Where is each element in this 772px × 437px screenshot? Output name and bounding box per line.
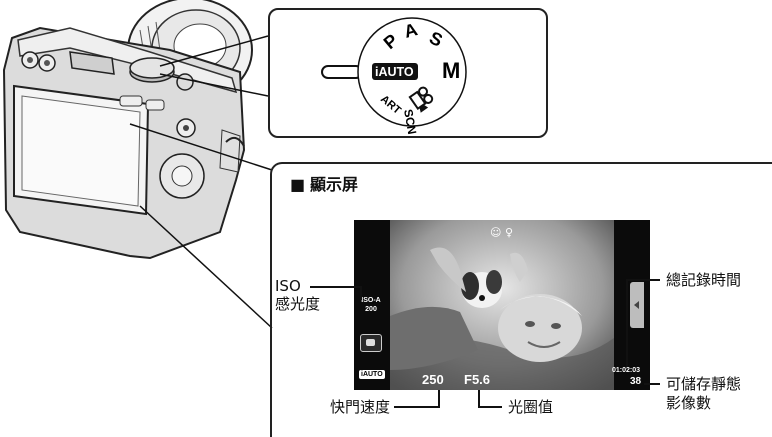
label-aperture: 光圈值: [508, 398, 554, 416]
drive-mode-icon: [360, 334, 382, 352]
section-bullet: ■: [290, 175, 306, 194]
section-title: 顯示屏: [310, 175, 359, 194]
preview-photo: [390, 220, 614, 390]
mode-dial-diagram: P A S M iAUTO ART SCN: [321, 17, 467, 135]
shutter-value: 250: [422, 372, 444, 387]
dial-mode-scn: SCN: [401, 108, 419, 135]
live-guide-tab[interactable]: [630, 282, 644, 328]
shots-leader-h: [644, 383, 660, 385]
label-total-record-time: 總記錄時間: [666, 271, 742, 289]
shots-left-value: 38: [630, 376, 642, 387]
iso-readout: ISO-A 200: [361, 297, 381, 313]
record-time-value: 01:02:03: [612, 367, 641, 374]
display-callout-edge: [270, 174, 272, 435]
shutter-leader-v: [438, 390, 440, 408]
iso-leader-h: [310, 286, 362, 288]
iso-leader-v: [360, 286, 362, 300]
label-storable-line1: 可儲存靜態: [666, 375, 742, 393]
record-time-leader-v: [626, 279, 628, 367]
dial-mode-iauto: iAUTO: [375, 65, 414, 79]
dial-mode-m: M: [442, 58, 460, 83]
aperture-leader-h: [478, 406, 502, 408]
label-storable-line2: 影像數: [666, 394, 712, 412]
top-status-icons: ☺ ♀: [490, 226, 514, 239]
aperture-value: F5.6: [464, 372, 491, 387]
label-iso-zh: 感光度: [275, 295, 321, 313]
movie-camera-icon: [408, 86, 434, 113]
dial-indicator: [321, 65, 363, 79]
label-iso-en: ISO: [275, 277, 301, 295]
record-time-leader-h: [626, 279, 660, 281]
label-shutter-speed: 快門速度: [330, 398, 391, 416]
shutter-leader-h: [394, 406, 440, 408]
aperture-leader-v: [478, 390, 480, 408]
dial-mode-iauto-badge: [372, 63, 418, 80]
iauto-badge: iAUTO: [359, 370, 385, 379]
dial-mode-a: A: [402, 19, 420, 42]
lcd-screen: ☺ ♀ ISO-A 200 iAUTO 250 F5.6 01:02:03 38: [354, 220, 650, 390]
photo-boy-face: [498, 294, 582, 362]
